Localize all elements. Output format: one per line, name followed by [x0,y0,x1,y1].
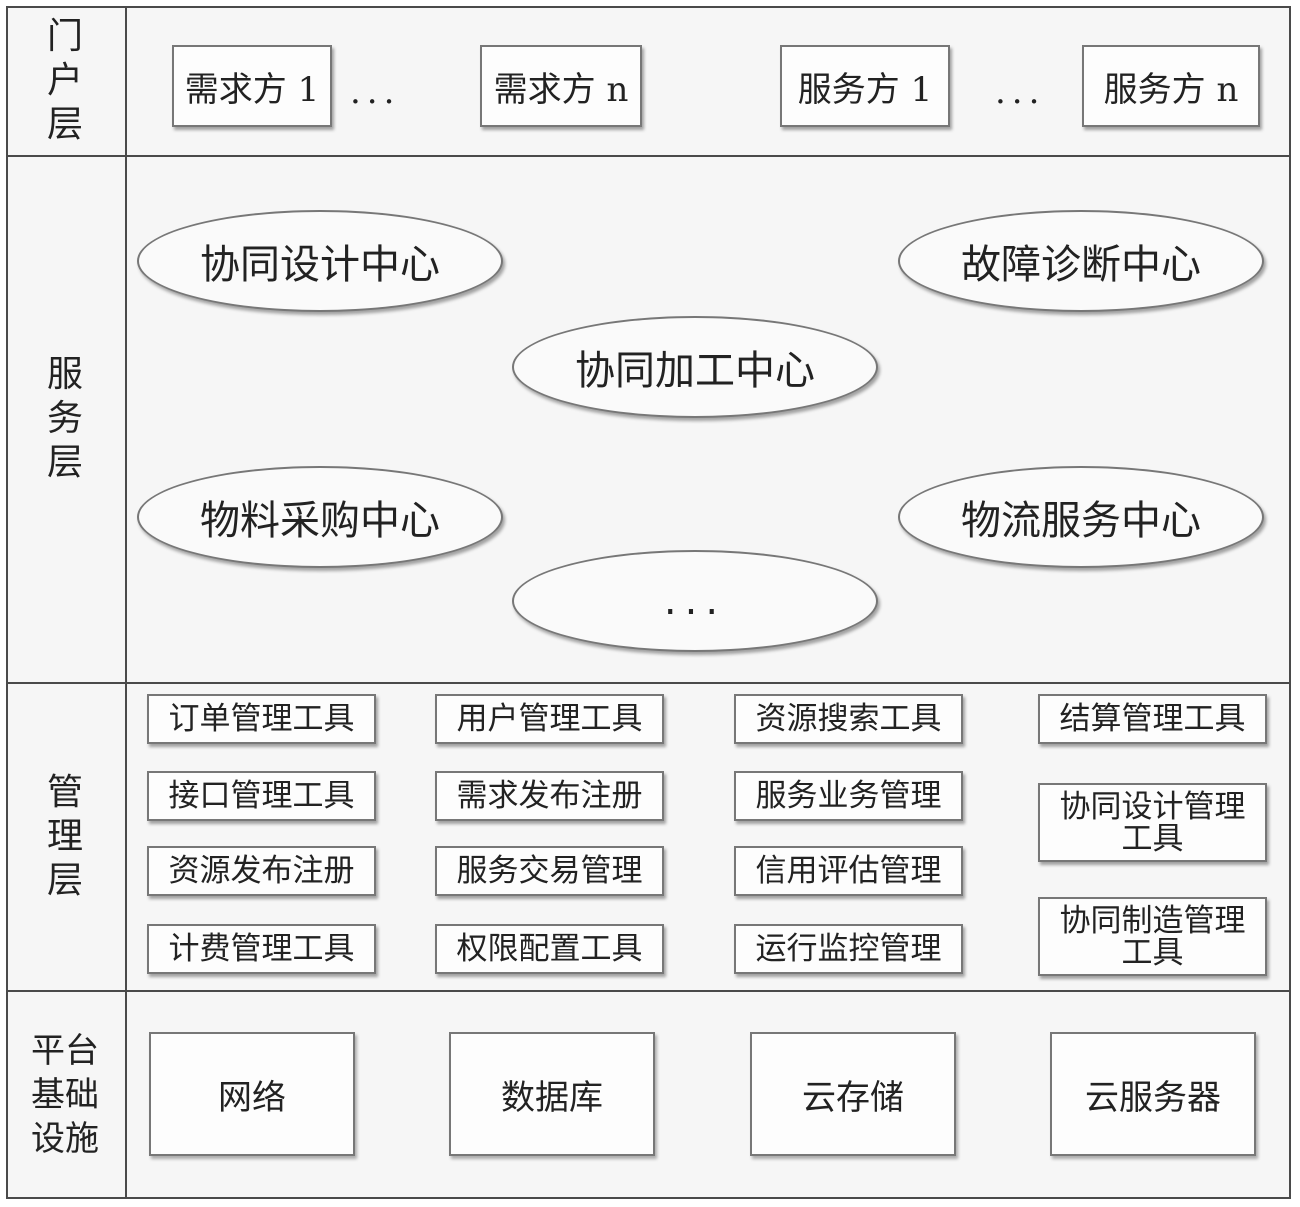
tool-demand-registration: 需求发布注册 [435,771,664,821]
separator-portal-service [6,155,1291,157]
collab-processing-center: 协同加工中心 [512,316,878,418]
portal-ellipsis-1: ... [350,72,401,112]
fault-diagnosis-center: 故障诊断中心 [898,210,1264,312]
infra-network: 网络 [149,1032,355,1156]
layer-label-infrastructure: 平台 基础 设施 [31,1030,99,1159]
infra-database: 数据库 [449,1032,655,1156]
layer-label-service: 服 务 层 [46,354,83,483]
demander-n-box: 需求方 n [480,45,642,127]
tool-credit-evaluation: 信用评估管理 [734,846,963,896]
collab-design-center: 协同设计中心 [137,210,503,312]
tool-resource-search: 资源搜索工具 [734,694,963,744]
tool-interface-management: 接口管理工具 [147,771,376,821]
tool-permission-config: 权限配置工具 [435,924,664,974]
provider-1-box: 服务方 1 [780,45,950,127]
tool-billing-management: 计费管理工具 [147,924,376,974]
infra-cloud-storage: 云存储 [750,1032,956,1156]
tool-operation-monitoring: 运行监控管理 [734,924,963,974]
separator-management-infrastructure [6,990,1291,992]
tool-collab-manufacturing-management: 协同制造管理工具 [1038,897,1267,976]
provider-n-box: 服务方 n [1082,45,1260,127]
tool-service-transaction: 服务交易管理 [435,846,664,896]
demander-1-box: 需求方 1 [172,45,332,127]
tool-settlement-management: 结算管理工具 [1038,694,1267,744]
tool-user-management: 用户管理工具 [435,694,664,744]
material-procurement-center: 物料采购中心 [137,466,503,568]
tool-collab-design-management: 协同设计管理工具 [1038,783,1267,862]
more-services-ellipsis: ... [512,550,878,652]
infra-cloud-server: 云服务器 [1050,1032,1256,1156]
tool-resource-registration: 资源发布注册 [147,846,376,896]
logistics-service-center: 物流服务中心 [898,466,1264,568]
tool-order-management: 订单管理工具 [147,694,376,744]
label-column-separator [125,6,127,1199]
layer-label-portal: 门 户 层 [46,16,83,145]
separator-service-management [6,682,1291,684]
layer-label-management: 管 理 层 [46,771,83,901]
portal-ellipsis-2: ... [995,72,1046,112]
tool-service-business: 服务业务管理 [734,771,963,821]
